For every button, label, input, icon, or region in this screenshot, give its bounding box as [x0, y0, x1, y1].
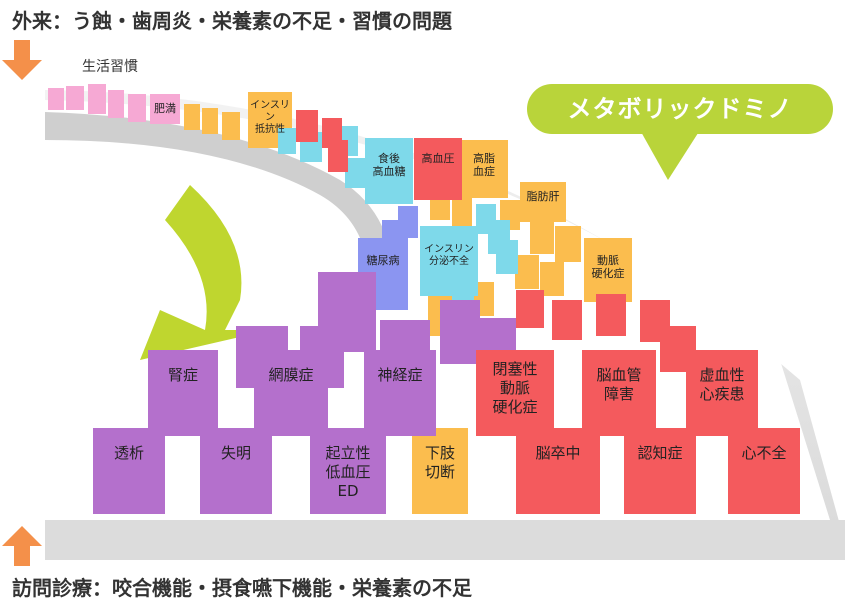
purple-dominoes-middle	[148, 350, 436, 436]
heredity-band	[45, 112, 390, 252]
disease-nephropathy: 腎症	[167, 366, 198, 384]
disease-stroke: 脳卒中	[535, 444, 581, 462]
disease-insulin-secretion-failure: インスリン 分泌不全	[424, 244, 474, 267]
disease-insulin-resistance: インスリン 抵抗性	[250, 100, 290, 135]
purple-dominoes-front	[93, 428, 386, 514]
disease-dialysis: 透析	[113, 444, 144, 462]
disease-obesity: 肥満	[154, 102, 176, 115]
disease-diabetes: 糖尿病	[366, 254, 400, 267]
down-arrow-icon	[2, 40, 42, 80]
title-outpatient: 外来：う蝕・歯周炎・栄養素の不足・習慣の問題	[12, 9, 452, 33]
orange-dominoes	[184, 92, 632, 514]
lifestyle-label: 生活習慣	[82, 59, 138, 75]
lifestyle-dominoes	[48, 84, 180, 124]
red-dominoes-front	[516, 428, 800, 514]
disease-blindness: 失明	[220, 444, 251, 462]
title-home-visit: 訪問診療：咬合機能・摂食嚥下機能・栄養素の不足	[12, 576, 472, 600]
cyan-dominoes	[278, 126, 518, 304]
disease-ischemic-heart-disease: 虚血性 心疾患	[699, 366, 745, 403]
disease-cerebrovascular-disorder: 脳血管 障害	[596, 366, 642, 403]
disease-obliterative-arteriosclerosis: 閉塞性 動脈 硬化症	[492, 360, 538, 416]
disease-heart-failure: 心不全	[741, 444, 787, 462]
disease-postprandial-hyperglycemia: 食後 高血糖	[372, 152, 406, 178]
bubble-tail	[640, 130, 700, 180]
disease-retinopathy: 網膜症	[268, 366, 314, 384]
disease-neuropathy: 神経症	[377, 366, 423, 384]
disease-hypertension: 高血圧	[421, 152, 455, 165]
disease-lower-limb-amputation: 下肢 切断	[424, 444, 455, 481]
big-green-arrow	[140, 185, 270, 360]
disease-fatty-liver: 脂肪肝	[526, 190, 560, 203]
red-dominoes-top	[296, 110, 696, 372]
disease-hyperlipidemia: 高脂 血症	[473, 152, 495, 178]
disease-arteriosclerosis: 動脈 硬化症	[591, 254, 625, 280]
disease-dementia: 認知症	[637, 444, 683, 462]
up-arrow-icon	[2, 526, 42, 566]
stage-front	[45, 520, 845, 560]
metabolic-domino-bubble: メタボリックドミノ	[527, 84, 833, 134]
red-dominoes-middle	[476, 350, 758, 436]
disease-orthostatic-hypotension-ed: 起立性 低血圧 ED	[325, 444, 371, 500]
